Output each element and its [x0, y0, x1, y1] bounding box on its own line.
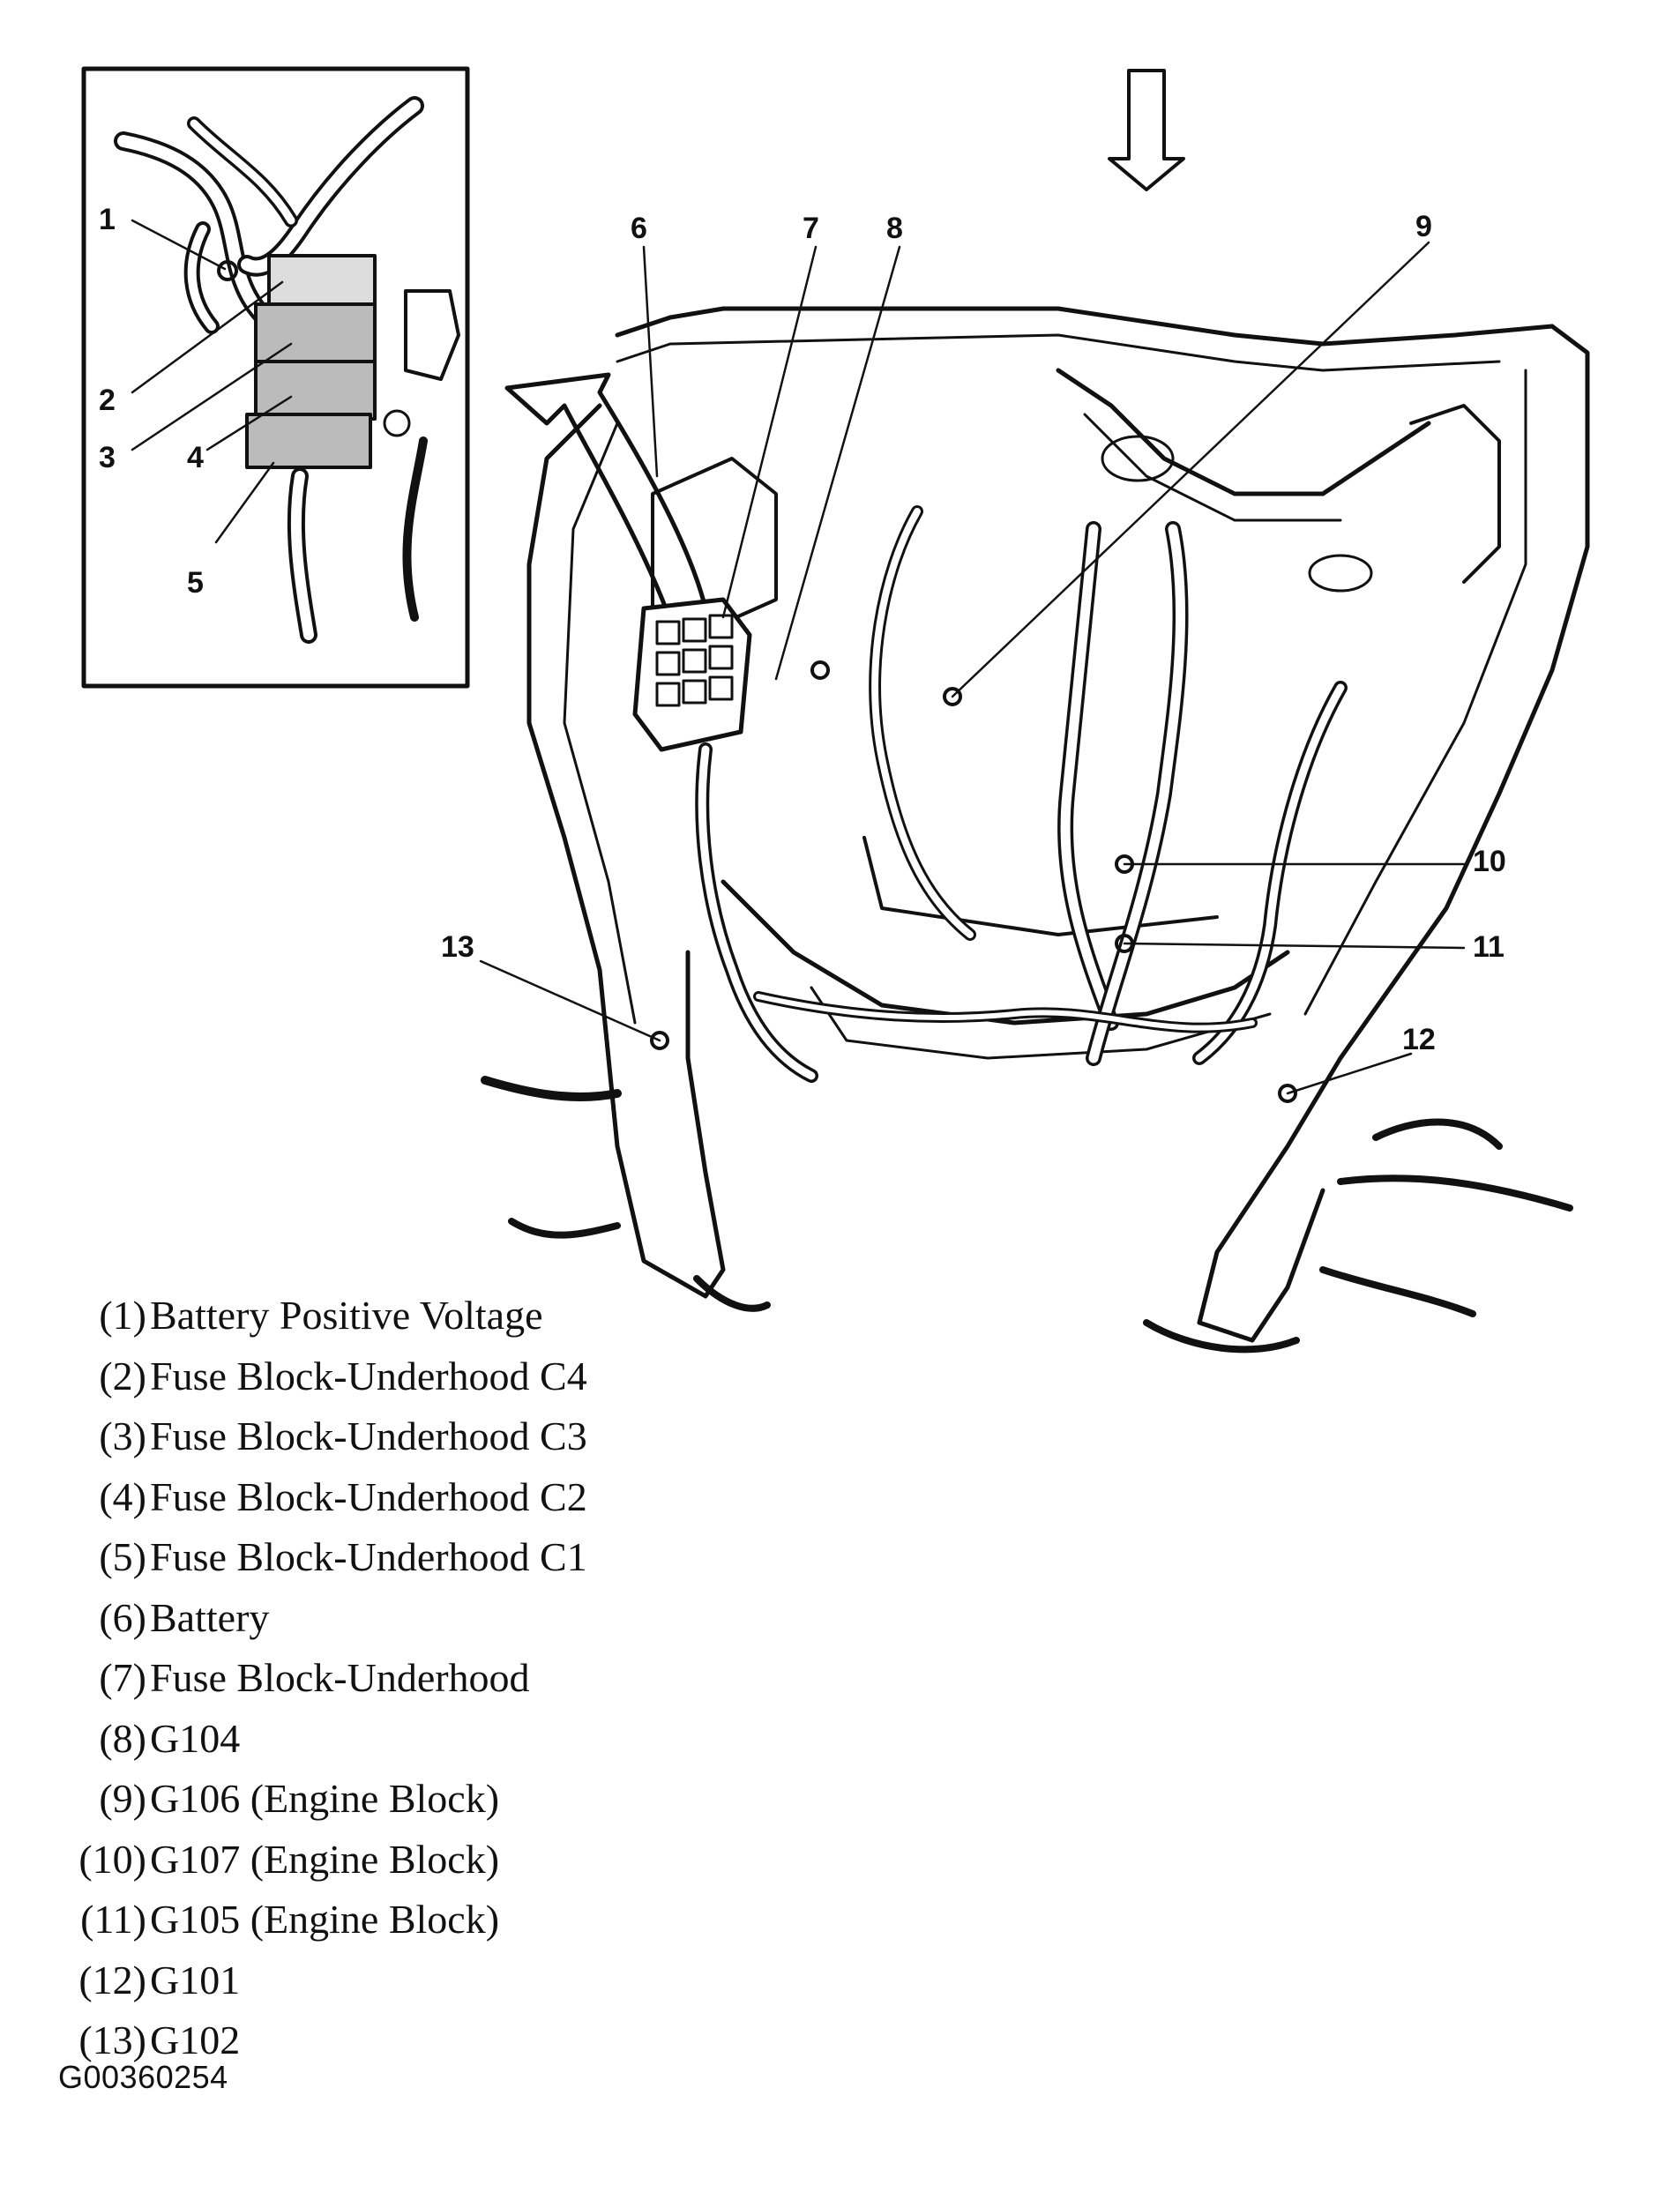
inset-leader-lines: [131, 219, 293, 544]
component-locator-illustration: 1 2 3 4 5 6 7 8 9 10 11 12 13: [81, 66, 1590, 1354]
figure-code: G00360254: [58, 2059, 228, 2095]
legend-number: (12): [78, 1957, 146, 2002]
legend-item: (7) Fuse Block-Underhood: [58, 1648, 852, 1709]
legend-number: (6): [99, 1594, 146, 1640]
legend-item: (9) G106 (Engine Block): [58, 1769, 852, 1830]
legend-label: Battery: [150, 1594, 270, 1640]
legend-number: (1): [99, 1293, 146, 1338]
legend-item: (13) G102: [58, 2010, 852, 2071]
view-direction-arrow: [1108, 69, 1185, 191]
pointer-arrow: [504, 372, 708, 611]
legend-label: Fuse Block-Underhood C3: [150, 1413, 587, 1458]
legend-number: (5): [99, 1534, 146, 1579]
legend-label: G102: [150, 2017, 241, 2062]
legend-label: Battery Positive Voltage: [150, 1293, 543, 1338]
callout-5: 5: [187, 566, 204, 600]
callout-3: 3: [99, 441, 116, 474]
callout-13: 13: [441, 930, 474, 964]
legend-label: G106 (Engine Block): [150, 1776, 500, 1821]
legend-item: (8) G104: [58, 1709, 852, 1770]
component-legend: (1) Battery Positive Voltage (2) Fuse Bl…: [58, 1286, 852, 2071]
callout-10: 10: [1473, 845, 1506, 878]
callout-6: 6: [631, 212, 647, 245]
callout-8: 8: [886, 212, 903, 245]
legend-number: (10): [78, 1836, 146, 1882]
legend-number: (4): [99, 1473, 146, 1519]
legend-item: (1) Battery Positive Voltage: [58, 1286, 852, 1346]
callout-9: 9: [1415, 210, 1432, 243]
main-leader-lines: [479, 241, 1466, 1095]
legend-item: (6) Battery: [58, 1588, 852, 1649]
legend-item: (11) G105 (Engine Block): [58, 1890, 852, 1950]
legend-number: (7): [99, 1655, 146, 1700]
legend-label: Fuse Block-Underhood C2: [150, 1473, 587, 1519]
legend-number: (9): [99, 1776, 146, 1821]
callout-4: 4: [187, 441, 204, 474]
legend-label: G104: [150, 1715, 241, 1761]
legend-label: Fuse Block-Underhood C1: [150, 1534, 587, 1579]
legend-number: (2): [99, 1353, 146, 1398]
legend-item: (12) G101: [58, 1950, 852, 2011]
legend-item: (3) Fuse Block-Underhood C3: [58, 1406, 852, 1467]
legend-item: (4) Fuse Block-Underhood C2: [58, 1467, 852, 1528]
callout-7: 7: [803, 212, 819, 245]
callout-11: 11: [1473, 930, 1505, 964]
callout-1: 1: [99, 203, 116, 236]
inset-frame: [81, 66, 470, 689]
inset-detail-view: [81, 66, 470, 689]
engine-compartment-harness: [481, 306, 1590, 1354]
legend-number: (3): [99, 1413, 146, 1458]
legend-label: G105 (Engine Block): [150, 1897, 500, 1942]
legend-number: (13): [78, 2017, 146, 2062]
legend-label: Fuse Block-Underhood: [150, 1655, 530, 1700]
legend-item: (2) Fuse Block-Underhood C4: [58, 1346, 852, 1407]
legend-number: (11): [80, 1897, 146, 1942]
legend-label: Fuse Block-Underhood C4: [150, 1353, 587, 1398]
callout-2: 2: [99, 384, 116, 417]
legend-label: G107 (Engine Block): [150, 1836, 500, 1882]
callout-12: 12: [1402, 1023, 1436, 1056]
legend-label: G101: [150, 1957, 241, 2002]
legend-number: (8): [99, 1715, 146, 1761]
fuse-block-underhood-shape: [632, 597, 752, 752]
legend-item: (10) G107 (Engine Block): [58, 1830, 852, 1891]
legend-item: (5) Fuse Block-Underhood C1: [58, 1527, 852, 1588]
